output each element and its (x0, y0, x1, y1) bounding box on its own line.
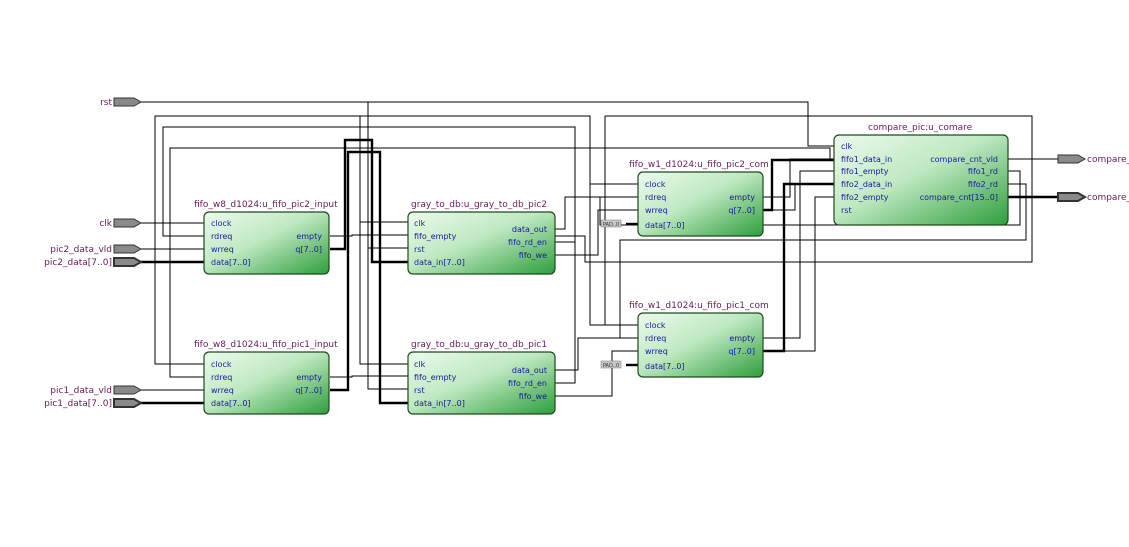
port-rdreq: rdreq (645, 334, 666, 343)
port-fifo-rd-en: fifo_rd_en (508, 379, 547, 388)
port-clk: clk (414, 219, 426, 228)
port-fifo-empty: fifo_empty (414, 232, 457, 241)
port-data-in: data_in[7..0] (414, 258, 465, 267)
input-label-pic2-data: pic2_data[7..0] (44, 258, 112, 268)
port-clock: clock (645, 321, 666, 330)
port-compare-cnt-vld: compare_cnt_vld (930, 155, 998, 164)
port-fifo2-empty: fifo2_empty (841, 193, 889, 202)
output-pin-compare-cnt-vld[interactable]: compare_ (1057, 154, 1129, 165)
port-wrreq: wrreq (645, 347, 668, 356)
port-empty: empty (729, 334, 755, 343)
input-pin-pic1-data[interactable]: pic1_data[7..0] (44, 398, 144, 409)
block-title: fifo_w8_d1024:u_fifo_pic2_input (194, 200, 338, 210)
port-data: data[7..0] (211, 258, 251, 267)
port-clk: clk (414, 360, 426, 369)
port-clock: clock (211, 219, 232, 228)
input-label-pic1-data: pic1_data[7..0] (44, 399, 112, 409)
block-title: fifo_w1_d1024:u_fifo_pic2_com (629, 160, 769, 170)
port-fifo2-rd: fifo2_rd (968, 180, 998, 189)
port-data: data[7..0] (211, 399, 251, 408)
block-compare-pic[interactable]: compare_pic:u_comare clk fifo1_data_in f… (833, 123, 1009, 226)
block-gray-to-db-pic1[interactable]: gray_to_db:u_gray_to_db_pic1 clk fifo_em… (407, 340, 556, 415)
port-empty: empty (729, 193, 755, 202)
port-fifo1-data-in: fifo1_data_in (841, 155, 892, 164)
port-fifo-we: fifo_we (519, 392, 547, 401)
input-label-pic2-data-vld: pic2_data_vld (50, 245, 112, 255)
block-fifo-w8-pic2[interactable]: fifo_w8_d1024:u_fifo_pic2_input clock rd… (194, 200, 338, 275)
port-rdreq: rdreq (645, 193, 666, 202)
block-title: fifo_w8_d1024:u_fifo_pic1_input (194, 340, 338, 350)
port-q: q[7..0] (728, 347, 755, 356)
block-fifo-w8-pic1[interactable]: fifo_w8_d1024:u_fifo_pic1_input clock rd… (194, 340, 338, 415)
block-title: gray_to_db:u_gray_to_db_pic1 (411, 340, 547, 350)
port-rst: rst (414, 245, 425, 254)
bus-tag-pic2: PAD..0 (600, 219, 622, 228)
block-gray-to-db-pic2[interactable]: gray_to_db:u_gray_to_db_pic2 clk fifo_em… (407, 200, 556, 275)
port-data-out: data_out (512, 225, 547, 234)
port-clock: clock (645, 180, 666, 189)
input-pin-pic2-data-vld[interactable]: pic2_data_vld (50, 244, 143, 255)
port-clk: clk (841, 142, 853, 151)
bus-tag-pic1: PAD..0 (600, 360, 622, 369)
port-rst: rst (841, 206, 852, 215)
port-empty: empty (296, 373, 322, 382)
input-label-clk: clk (99, 219, 112, 229)
port-fifo-we: fifo_we (519, 251, 547, 260)
port-rst: rst (414, 386, 425, 395)
port-q: q[7..0] (728, 206, 755, 215)
input-pin-rst[interactable]: rst (100, 97, 143, 108)
input-label-pic1-data-vld: pic1_data_vld (50, 386, 112, 396)
port-data-in: data_in[7..0] (414, 399, 465, 408)
port-wrreq: wrreq (211, 245, 234, 254)
port-fifo-empty: fifo_empty (414, 373, 457, 382)
bus-tag-pic2-label: PAD..0 (603, 222, 619, 228)
port-compare-cnt: compare_cnt[15..0] (920, 193, 998, 202)
block-title: gray_to_db:u_gray_to_db_pic2 (411, 200, 547, 210)
port-fifo-rd-en: fifo_rd_en (508, 238, 547, 247)
port-fifo1-rd: fifo1_rd (968, 167, 998, 176)
bus-tag-pic1-label: PAD..0 (603, 363, 619, 369)
port-data: data[7..0] (645, 362, 685, 371)
output-label-compare-cnt-vld: compare_ (1087, 155, 1129, 165)
port-data-out: data_out (512, 366, 547, 375)
input-pin-clk[interactable]: clk (99, 218, 143, 229)
port-empty: empty (296, 232, 322, 241)
port-q: q[7..0] (295, 386, 322, 395)
port-rdreq: rdreq (211, 373, 232, 382)
port-fifo2-data-in: fifo2_data_in (841, 180, 892, 189)
block-title: compare_pic:u_comare (868, 123, 973, 133)
input-label-rst: rst (100, 98, 112, 108)
bus-wires (140, 138, 1058, 405)
block-fifo-w1-pic1[interactable]: fifo_w1_d1024:u_fifo_pic1_com clock rdre… (629, 301, 769, 378)
block-title: fifo_w1_d1024:u_fifo_pic1_com (629, 301, 769, 311)
port-q: q[7..0] (295, 245, 322, 254)
output-pin-compare-cnt[interactable]: compare_ (1057, 192, 1129, 203)
port-clock: clock (211, 360, 232, 369)
output-label-compare-cnt: compare_ (1087, 193, 1129, 203)
port-wrreq: wrreq (645, 206, 668, 215)
port-rdreq: rdreq (211, 232, 232, 241)
port-data: data[7..0] (645, 221, 685, 230)
port-wrreq: wrreq (211, 386, 234, 395)
block-fifo-w1-pic2[interactable]: fifo_w1_d1024:u_fifo_pic2_com clock rdre… (629, 160, 769, 237)
input-pin-pic1-data-vld[interactable]: pic1_data_vld (50, 385, 143, 396)
input-pin-pic2-data[interactable]: pic2_data[7..0] (44, 257, 144, 268)
port-fifo1-empty: fifo1_empty (841, 167, 889, 176)
